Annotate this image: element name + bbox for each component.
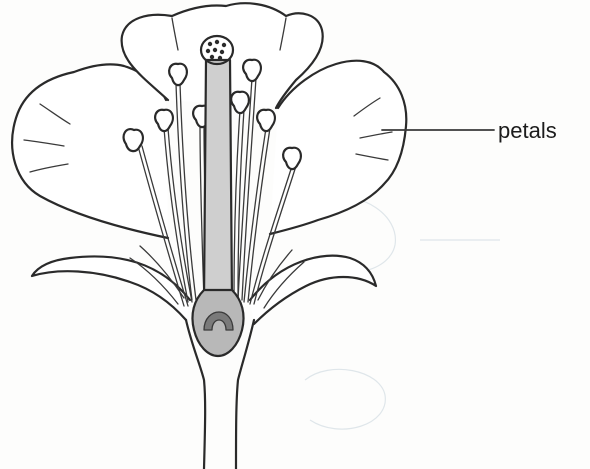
style — [204, 60, 232, 300]
right-sepal — [250, 256, 376, 324]
ovary — [192, 290, 243, 356]
receptacle-right-edge — [236, 320, 254, 469]
left-sepal — [32, 256, 190, 320]
petals-label: petals — [498, 118, 557, 143]
faint-background-ghost — [305, 198, 500, 429]
left-petal — [12, 64, 168, 238]
